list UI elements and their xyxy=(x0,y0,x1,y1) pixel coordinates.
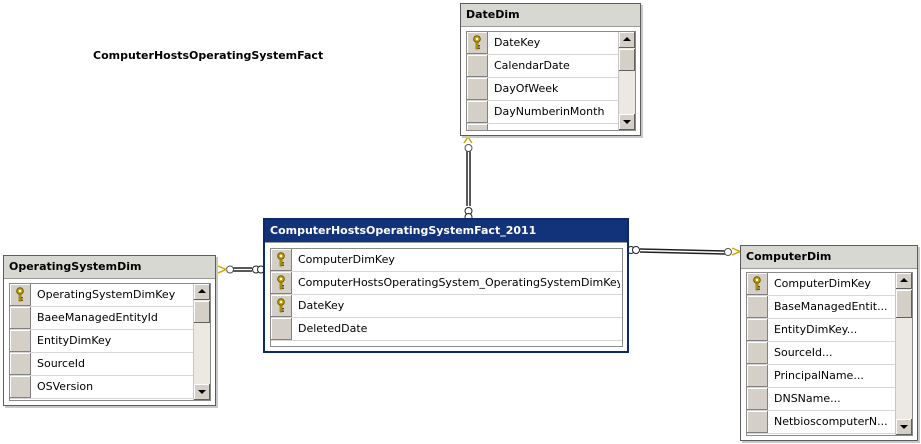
column-row[interactable]: NetbioscomputerN... xyxy=(747,411,895,434)
column-name: EntityDimKey... xyxy=(774,323,858,336)
column-name: EntityDimKey xyxy=(37,334,112,347)
scroll-thumb[interactable] xyxy=(194,301,210,323)
vertical-scrollbar[interactable] xyxy=(895,273,912,435)
table-title[interactable]: OperatingSystemDim xyxy=(4,256,215,279)
row-selector[interactable] xyxy=(747,388,768,410)
row-selector[interactable] xyxy=(10,330,31,352)
row-selector[interactable] xyxy=(467,101,488,123)
table-title[interactable]: ComputerDim xyxy=(741,246,917,269)
column-name: SourceId xyxy=(37,357,86,370)
column-name: BaeeManagedEntityId xyxy=(37,311,158,324)
table-title[interactable]: DateDim xyxy=(461,4,640,27)
column-row[interactable]: DeletedDate xyxy=(271,318,622,341)
column-row[interactable]: ComputerDimKey xyxy=(747,273,895,296)
column-name: CalendarDate xyxy=(494,59,570,72)
column-row[interactable]: BaseManagedEntit... xyxy=(747,296,895,319)
scroll-down-button[interactable] xyxy=(194,384,210,400)
row-selector[interactable] xyxy=(747,273,768,295)
column-name: DNSName... xyxy=(774,392,841,405)
column-row[interactable]: EntityDimKey xyxy=(10,330,193,353)
column-row[interactable]: DNSName... xyxy=(747,388,895,411)
column-row[interactable]: BaeeManagedEntityId xyxy=(10,307,193,330)
column-name: BaseManagedEntit... xyxy=(774,300,888,313)
column-row[interactable]: CalendarDate xyxy=(467,55,618,78)
scroll-up-button[interactable] xyxy=(194,284,210,300)
row-selector[interactable] xyxy=(467,32,488,54)
row-selector[interactable] xyxy=(747,342,768,364)
row-selector[interactable] xyxy=(10,353,31,375)
column-row[interactable]: OSVersion xyxy=(10,376,193,399)
row-selector[interactable] xyxy=(271,249,292,271)
column-row[interactable]: PrincipalName... xyxy=(747,365,895,388)
column-row[interactable]: SourceId xyxy=(10,353,193,376)
relationship-date-fact[interactable] xyxy=(463,135,473,221)
table-title[interactable]: ComputerHostsOperatingSystemFact_2011 xyxy=(265,220,627,243)
table-operating-system-dim[interactable]: OperatingSystemDim OperatingSystemDimKey… xyxy=(3,255,216,406)
column-name: ComputerDimKey xyxy=(298,253,395,266)
row-selector[interactable] xyxy=(10,376,31,398)
column-row[interactable]: DateKey xyxy=(467,32,618,55)
row-selector[interactable] xyxy=(271,272,292,294)
row-selector[interactable] xyxy=(747,365,768,387)
column-name: WeekNumberinYear xyxy=(494,124,616,130)
scroll-down-button[interactable] xyxy=(619,114,635,130)
scroll-thumb[interactable] xyxy=(619,49,635,71)
diagram-caption: ComputerHostsOperatingSystemFact xyxy=(93,49,324,62)
column-row[interactable]: ComputerHostsOperatingSystem_OperatingSy… xyxy=(271,272,622,295)
column-name: DayNumberinMonth xyxy=(494,105,605,118)
row-selector[interactable] xyxy=(467,124,488,130)
row-selector[interactable] xyxy=(747,296,768,318)
column-row[interactable]: DayNumberinMonth xyxy=(467,101,618,124)
column-name: OSVersion xyxy=(37,380,94,393)
column-name: PrincipalName... xyxy=(774,369,864,382)
column-name: DayOfWeek xyxy=(494,82,559,95)
row-selector[interactable] xyxy=(747,319,768,341)
row-selector[interactable] xyxy=(467,55,488,77)
column-name: NetbioscomputerN... xyxy=(774,415,888,428)
relationship-fact-computer[interactable] xyxy=(627,246,742,256)
column-name: ComputerHostsOperatingSystem_OperatingSy… xyxy=(298,276,620,289)
column-row[interactable]: EntityDimKey... xyxy=(747,319,895,342)
scroll-up-button[interactable] xyxy=(896,273,912,289)
row-selector[interactable] xyxy=(747,411,768,433)
vertical-scrollbar[interactable] xyxy=(193,284,210,400)
scroll-down-button[interactable] xyxy=(896,419,912,435)
row-selector[interactable] xyxy=(467,78,488,100)
column-row[interactable]: DayOfWeek xyxy=(467,78,618,101)
row-selector[interactable] xyxy=(10,284,31,306)
relationship-fact-os[interactable] xyxy=(217,265,265,274)
row-selector[interactable] xyxy=(10,307,31,329)
scroll-up-button[interactable] xyxy=(619,32,635,48)
column-name: DateKey xyxy=(494,36,541,49)
column-row[interactable]: WeekNumberinYear xyxy=(467,124,618,130)
column-name: SourceId... xyxy=(774,346,833,359)
column-row[interactable]: OperatingSystemDimKey xyxy=(10,284,193,307)
column-name: DateKey xyxy=(298,299,345,312)
row-selector[interactable] xyxy=(271,318,292,340)
column-row[interactable]: SourceId... xyxy=(747,342,895,365)
scroll-thumb[interactable] xyxy=(896,290,912,318)
column-name: OperatingSystemDimKey xyxy=(37,288,176,301)
column-row[interactable]: DateKey xyxy=(271,295,622,318)
column-name: DeletedDate xyxy=(298,322,368,335)
column-row[interactable]: ComputerDimKey xyxy=(271,249,622,272)
vertical-scrollbar[interactable] xyxy=(618,32,635,130)
column-name: ComputerDimKey xyxy=(774,277,871,290)
table-fact[interactable]: ComputerHostsOperatingSystemFact_2011 Co… xyxy=(263,218,629,353)
row-selector[interactable] xyxy=(271,295,292,317)
